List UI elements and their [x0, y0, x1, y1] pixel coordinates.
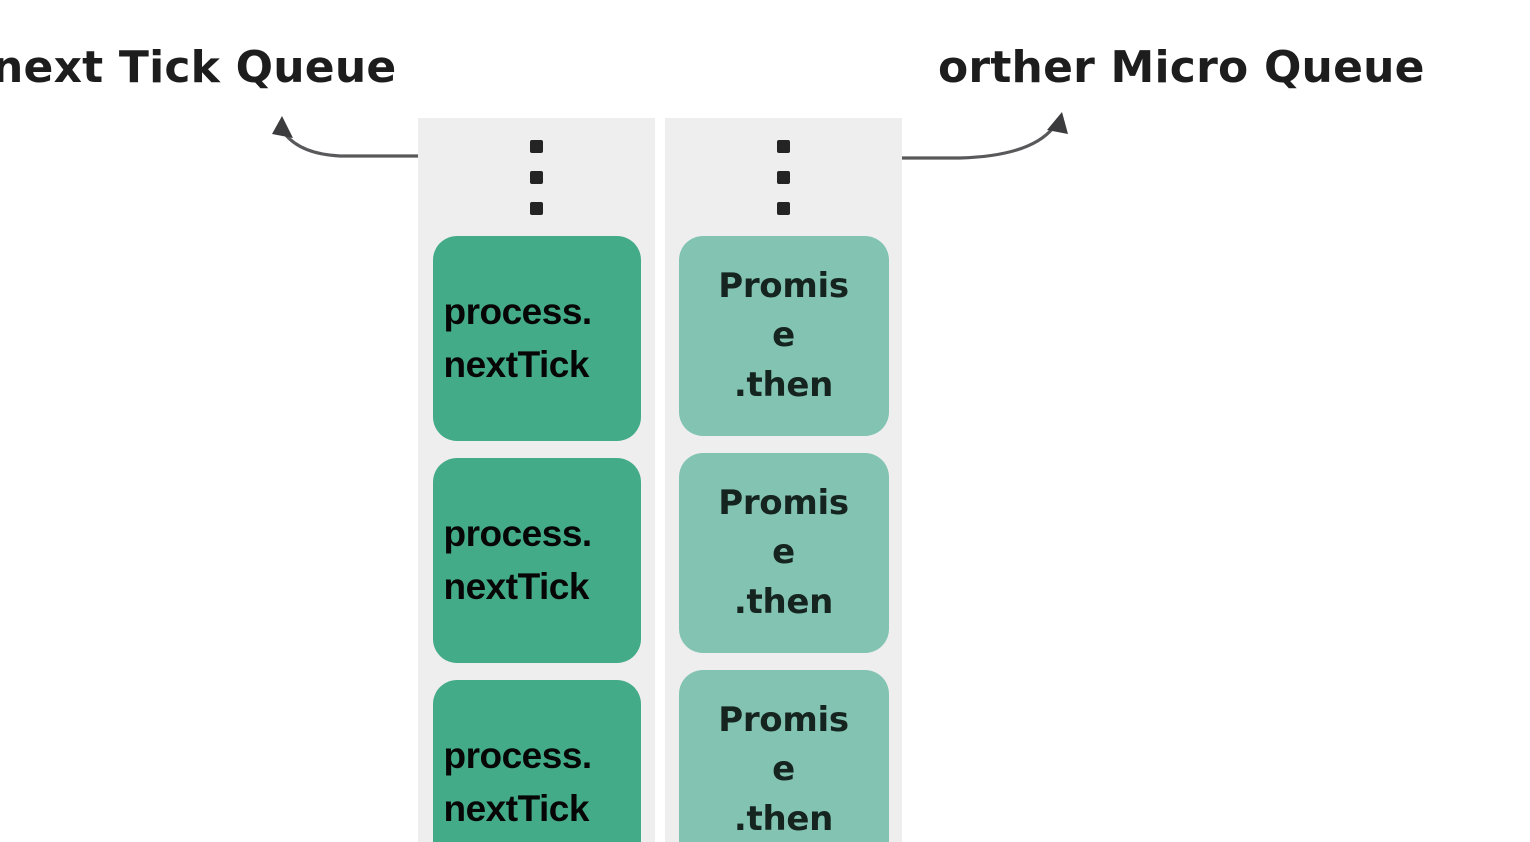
ellipsis-dot — [777, 171, 790, 184]
ellipsis-dot — [530, 140, 543, 153]
queue-card-line: e — [772, 749, 795, 790]
next-tick-queue-column: process. nextTick process. nextTick proc… — [418, 118, 655, 842]
queue-card-promise-then[interactable]: Promis e .then — [678, 670, 889, 842]
other-micro-queue-label: orther Micro Queue — [938, 42, 1425, 93]
ellipsis-dot — [530, 171, 543, 184]
queue-card-line: e — [772, 315, 795, 356]
queue-card-promise-then[interactable]: Promis e .then — [678, 453, 889, 653]
queue-card-line: nextTick — [443, 565, 590, 607]
micro-queue-card-stack: Promis e .then Promis e .then Promis e .… — [665, 236, 902, 842]
next-tick-card-stack: process. nextTick process. nextTick proc… — [418, 236, 655, 842]
queue-card-line: nextTick — [443, 787, 590, 829]
queue-card-promise-then[interactable]: Promis e .then — [678, 236, 889, 436]
queue-card-line: Promis — [718, 483, 849, 524]
vertical-ellipsis-icon — [665, 140, 902, 215]
queue-card-line: nextTick — [443, 343, 590, 385]
ellipsis-dot — [777, 202, 790, 215]
queue-card-line: e — [772, 532, 795, 573]
arrow-to-next-tick-queue-label — [272, 116, 423, 158]
queue-card-line: process. — [443, 290, 593, 332]
ellipsis-dot — [777, 140, 790, 153]
queue-card-line: .then — [733, 798, 834, 839]
queue-card-line: process. — [443, 734, 593, 776]
queue-card-line: .then — [733, 581, 834, 622]
vertical-ellipsis-icon — [418, 140, 655, 215]
queue-card-next-tick[interactable]: process. nextTick — [432, 680, 641, 842]
other-micro-queue-column: Promis e .then Promis e .then Promis e .… — [665, 118, 902, 842]
ellipsis-dot — [530, 202, 543, 215]
arrow-to-other-micro-queue-label — [902, 112, 1068, 160]
queue-card-line: Promis — [718, 266, 849, 307]
queue-card-next-tick[interactable]: process. nextTick — [432, 458, 641, 663]
queue-card-line: process. — [443, 512, 593, 554]
queue-card-line: .then — [733, 364, 834, 405]
queue-card-line: Promis — [718, 700, 849, 741]
queue-card-next-tick[interactable]: process. nextTick — [432, 236, 641, 441]
next-tick-queue-label: next Tick Queue — [0, 42, 397, 93]
